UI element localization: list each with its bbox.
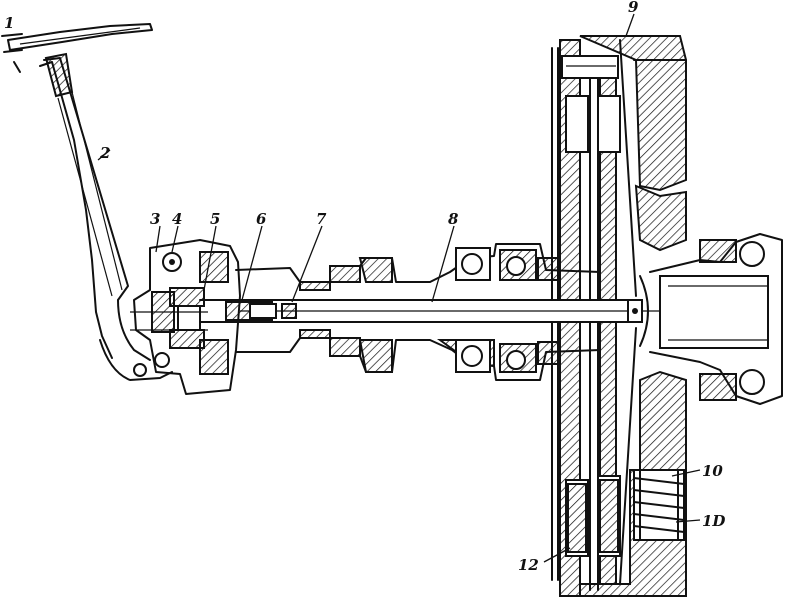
callout-7: 7 — [316, 210, 327, 228]
flywheel-housing — [579, 35, 783, 597]
clutch-discs — [551, 39, 637, 597]
leader-lines — [97, 13, 701, 563]
callout-6: 6 — [256, 210, 267, 228]
callout-9: 9 — [628, 0, 639, 16]
pedal-lever — [1, 23, 173, 381]
shaft-housing — [199, 243, 760, 381]
callout-10a: 10 — [702, 462, 723, 480]
callout-8: 8 — [448, 210, 459, 228]
callout-3: 3 — [150, 210, 160, 228]
callout-1: 1 — [4, 14, 14, 32]
callout-10b: 1D — [702, 512, 725, 530]
callout-2: 2 — [99, 144, 110, 162]
callout-12: 12 — [518, 556, 539, 574]
callout-5: 5 — [210, 210, 220, 228]
callout-4: 4 — [172, 210, 182, 228]
pivot-bracket — [130, 239, 241, 395]
